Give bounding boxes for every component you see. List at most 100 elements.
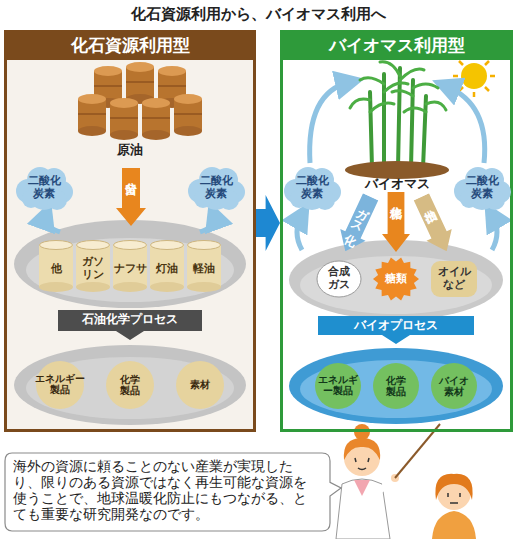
co2-arrow (45, 215, 60, 232)
down-arrow (409, 191, 460, 257)
intermediate-disc-inner (300, 256, 492, 314)
intermediate-disc (289, 240, 503, 320)
barrel (126, 62, 154, 104)
intermediate-item: オイルなど (430, 260, 478, 298)
bubble-shape (5, 453, 341, 531)
fraction-cylinder: ガソリン (76, 240, 110, 292)
co2-arrow (297, 215, 302, 250)
diagram-title: 化石資源利用から、バイオマス利用へ (0, 5, 517, 24)
fraction-label: ナフサ (113, 263, 147, 276)
process-arrow: 抽出 (409, 191, 460, 257)
barrel (78, 94, 106, 136)
panel-heading: バイオマス利用型 (280, 30, 513, 60)
fraction-label: 他 (51, 263, 62, 276)
cloud-label: 二酸化炭素 (198, 175, 234, 200)
band-shape (318, 316, 474, 344)
teacher-arm (380, 480, 394, 490)
product-disc-inner (26, 357, 234, 419)
intermediate-item: 合成ガス (316, 260, 362, 298)
student-eyes (448, 493, 460, 503)
student (432, 474, 476, 539)
product-label: エネルギー製品 (314, 375, 362, 397)
down-arrow (382, 192, 410, 252)
cylinder-top (151, 241, 184, 250)
source-label: バイオマス (347, 175, 447, 193)
panel-background (280, 30, 513, 432)
bio-product-disc-inner (300, 360, 492, 418)
cylinder-top (114, 241, 147, 250)
cylinder-top (188, 241, 221, 250)
teacher-hair (344, 438, 380, 460)
panel-heading: 化石資源利用型 (4, 30, 256, 60)
fraction-disc (14, 220, 246, 308)
cylinder-top (40, 241, 73, 250)
co2-arc (310, 82, 350, 163)
band-label: バイオプロセス (354, 319, 438, 333)
round-rect-shape (431, 261, 477, 297)
circle-shape (176, 361, 224, 409)
teacher (336, 424, 440, 539)
product-label: バイオ素材 (438, 375, 470, 398)
source-label: 原油 (80, 141, 180, 159)
fraction-cylinder: 軽油 (187, 240, 221, 292)
item-label: 合成ガス (327, 266, 351, 291)
process-band: バイオプロセス (318, 316, 474, 344)
oil-barrels (78, 62, 202, 140)
panel-background (4, 30, 256, 432)
product-circle: 化学製品 (372, 362, 420, 410)
cylinder-bottom (39, 282, 73, 292)
barrel (174, 94, 202, 136)
co2-cloud: 二酸化炭素 (14, 165, 74, 211)
circle-shape (431, 363, 477, 409)
product-circle: バイオ素材 (430, 362, 478, 410)
co2-cloud: 二酸化炭素 (282, 165, 342, 211)
product-circle: 化学製品 (105, 360, 155, 410)
bubble-text: 海外の資源に頼ることのない産業が実現したり、限りのある資源ではなく再生可能な資源… (13, 458, 319, 522)
co2-arc (446, 86, 485, 163)
speech-bubble: 海外の資源に頼ることのない産業が実現したり、限りのある資源ではなく再生可能な資源… (4, 452, 342, 532)
fraction-cylinder: 他 (39, 240, 73, 292)
band-label: 石油化学プロセス (82, 313, 178, 327)
arrow-shape (116, 168, 146, 226)
barrel (142, 98, 170, 140)
teacher-eyes (355, 458, 369, 470)
pointer-stick (395, 424, 440, 478)
fraction-cylinder: ナフサ (113, 240, 147, 292)
student-hair (435, 474, 472, 500)
teacher-bun (354, 424, 370, 440)
item-label: オイルなど (436, 266, 472, 291)
barrel (110, 98, 138, 140)
circle-shape (373, 363, 419, 409)
process-arrow: ガス化 (333, 191, 384, 257)
co2-cloud: 二酸化炭素 (452, 165, 512, 211)
co2-cloud: 二酸化炭素 (186, 165, 246, 211)
teacher-collar (354, 480, 370, 496)
cylinder-bottom (150, 282, 184, 292)
product-label: エネルギー製品 (35, 374, 85, 396)
item-label: 糖類 (385, 273, 407, 286)
arrow-shape (333, 191, 384, 257)
co2-arrow (200, 215, 215, 232)
product-disc (14, 345, 246, 425)
band-shape (58, 310, 202, 340)
ellipse-shape (317, 261, 361, 297)
product-circle: 素材 (175, 360, 225, 410)
leaves (350, 62, 446, 112)
sugarcane (350, 62, 446, 168)
process-arrow: 糖化 (382, 192, 410, 252)
cylinder-bottom (76, 282, 110, 292)
arrow-shape (382, 192, 410, 252)
cloud-label: 二酸化炭素 (26, 175, 62, 200)
cylinder-body (187, 245, 221, 287)
fraction-label: 灯油 (156, 263, 178, 276)
product-circle: エネルギー製品 (314, 362, 362, 410)
cloud-label: 二酸化炭素 (464, 175, 500, 200)
bio-product-disc (289, 348, 503, 424)
fraction-cylinder: 灯油 (150, 240, 184, 292)
intermediate-item: 糖類 (372, 256, 420, 302)
process-arrow: 分留 (116, 168, 146, 226)
flow-arrow (256, 195, 280, 251)
down-arrow (116, 168, 146, 226)
cylinder-body (150, 245, 184, 287)
